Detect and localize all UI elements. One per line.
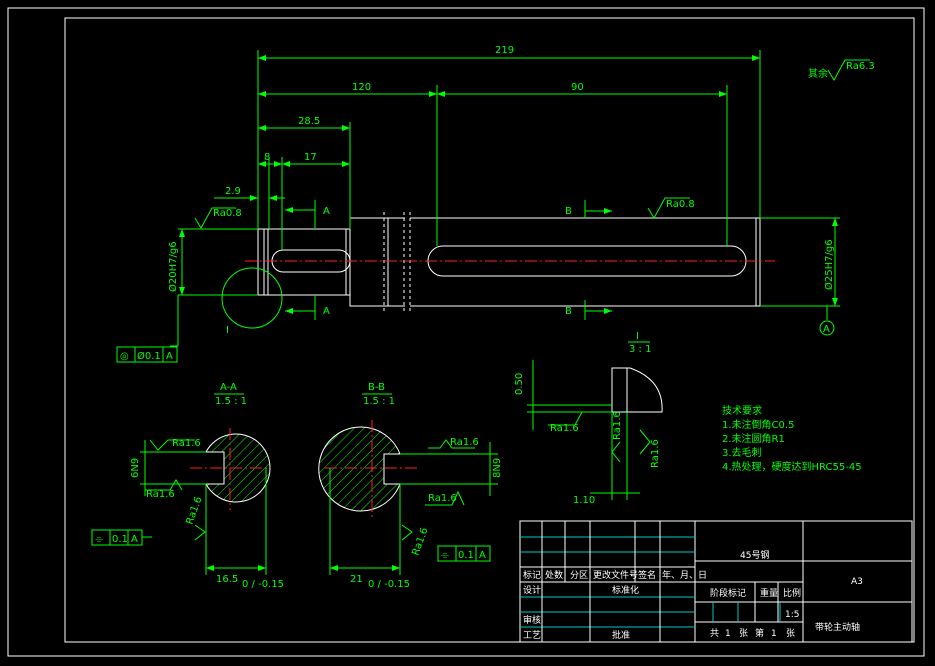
section-BB-view: B-B 1.5 : 1 8N9 21 0 / -0.15 Ra1.6 Ra1.6… — [318, 382, 503, 590]
section-AA-sym-datum: A — [131, 534, 138, 545]
section-AA-scale: 1.5 : 1 — [215, 396, 247, 407]
tb-sheets-2: 张 — [739, 628, 748, 639]
section-AA-ra16-bottom: Ra1.6 — [146, 489, 175, 500]
tb-approve: 批准 — [612, 629, 630, 641]
roughness-ra63: Ra6.3 — [846, 61, 875, 72]
detail-I-view: I 3 : 1 0.50 1.10 Ra1.6 Ra1.6 Ra1.6 — [514, 331, 663, 506]
roughness-other: 其余 — [808, 67, 828, 80]
tol-symbol: ◎ — [120, 351, 129, 362]
section-BB-sym-value: 0.1 — [458, 550, 474, 561]
tb-hdr-3: 更改文件号 — [593, 569, 638, 581]
detail-I-dim-top: 0.50 — [514, 373, 525, 395]
tb-part-name: 带轮主动轴 — [815, 621, 860, 633]
tb-hdr-4: 签名 — [638, 569, 656, 581]
dim-90: 90 — [571, 82, 584, 93]
tb-material: 45号钢 — [740, 549, 769, 561]
inner-border — [64, 17, 915, 643]
section-BB-ra16-side: Ra1.6 — [410, 526, 430, 557]
detail-I-ra16-c: Ra1.6 — [650, 439, 661, 468]
tb-sheets-3: 第 — [755, 627, 764, 639]
title-block: 标记 处数 分区 更改文件号 签名 年、月、日 设计 标准化 审核 工艺 批准 … — [519, 520, 913, 643]
section-BB-dim-tol: 0 / -0.15 — [368, 579, 410, 590]
shaft-main-view: I A A B B 219 120 90 28.5 — [116, 45, 875, 363]
section-BB-sym-datum: A — [479, 550, 486, 561]
tb-standard: 标准化 — [612, 584, 639, 596]
section-BB-ra16-bottom: Ra1.6 — [428, 493, 457, 504]
section-A-label-top: A — [323, 206, 330, 217]
dim-8: 8 — [264, 152, 270, 163]
dim-17: 17 — [304, 152, 317, 163]
section-AA-dim: 16.5 — [216, 574, 238, 585]
section-AA-dim-tol: 0 / -0.15 — [242, 579, 284, 590]
dim-2-9: 2.9 — [225, 186, 241, 197]
detail-I-scale: 3 : 1 — [629, 344, 651, 355]
tb-weight: 重量 — [760, 587, 778, 599]
roughness-ra08-right: Ra0.8 — [666, 199, 695, 210]
section-AA-view: A-A 1.5 : 1 6N9 16.5 0 / -0.15 Ra1.6 Ra1… — [91, 382, 284, 590]
dim-dia-left: Ø20H7/g6 — [167, 241, 179, 292]
datum-A: A — [823, 324, 830, 335]
tb-stage: 阶段标记 — [710, 587, 746, 599]
section-AA-sym-symbol: ⌯ — [95, 534, 103, 545]
detail-I-ra16-b: Ra1.6 — [612, 411, 623, 440]
tb-review: 审核 — [523, 614, 541, 626]
dim-219: 219 — [495, 45, 514, 56]
section-AA-ra16-top: Ra1.6 — [172, 438, 201, 449]
tb-hdr-2: 分区 — [570, 570, 588, 581]
tb-sheets-4: 1 — [771, 629, 777, 639]
section-BB-key: 8N9 — [492, 458, 503, 478]
tb-hdr-0: 标记 — [523, 569, 541, 581]
detail-I-title: I — [636, 331, 639, 342]
tb-sheet-size: A3 — [851, 577, 863, 587]
tb-craft: 工艺 — [523, 630, 541, 641]
section-BB-title: B-B — [368, 382, 385, 393]
section-AA-sym-value: 0.1 — [112, 534, 128, 545]
tech-item-1: 1.未注倒角C0.5 — [722, 418, 794, 431]
section-AA-title: A-A — [220, 382, 237, 393]
tb-sheets-0: 共 — [710, 628, 719, 639]
section-BB-ra16-top: Ra1.6 — [450, 437, 479, 448]
dim-120: 120 — [352, 82, 371, 93]
tech-heading: 技术要求 — [722, 404, 762, 417]
section-AA-ra16-side: Ra1.6 — [184, 495, 204, 526]
dim-dia-right: Ø25H7/g6 — [823, 239, 835, 290]
section-B-label-bottom: B — [565, 306, 572, 317]
section-BB-scale: 1.5 : 1 — [363, 396, 395, 407]
tb-scale: 1:5 — [785, 610, 799, 620]
section-BB-dim: 21 — [350, 574, 363, 585]
tb-hdr-1: 处数 — [545, 569, 563, 581]
tech-item-2: 2.未注圆角R1 — [722, 432, 785, 445]
tb-hdr-5: 年、月、日 — [662, 569, 707, 581]
detail-I-ra16-a: Ra1.6 — [550, 423, 579, 434]
tech-requirements: 技术要求 1.未注倒角C0.5 2.未注圆角R1 3.去毛刺 4.热处理，硬度达… — [722, 404, 862, 473]
tol-datum: A — [166, 351, 173, 362]
section-B-label-top: B — [565, 206, 572, 217]
detail-I-dim-bottom: 1.10 — [573, 495, 595, 506]
tb-sheets-5: 张 — [786, 628, 795, 639]
tb-sheets-1: 1 — [725, 629, 731, 639]
section-AA-key: 6N9 — [130, 458, 141, 478]
tol-value: Ø0.1 — [137, 350, 161, 362]
tech-item-4: 4.热处理，硬度达到HRC55-45 — [722, 460, 862, 473]
tech-item-3: 3.去毛刺 — [722, 447, 762, 459]
section-BB-sym-symbol: ⌯ — [441, 550, 449, 561]
outer-border — [7, 7, 925, 657]
tb-design: 设计 — [523, 584, 541, 596]
section-A-label-bottom: A — [323, 306, 330, 317]
tb-ratio: 比例 — [783, 587, 801, 599]
roughness-ra08-left: Ra0.8 — [213, 208, 242, 219]
dim-28-5: 28.5 — [298, 116, 320, 127]
detail-I-marker: I — [226, 325, 229, 336]
